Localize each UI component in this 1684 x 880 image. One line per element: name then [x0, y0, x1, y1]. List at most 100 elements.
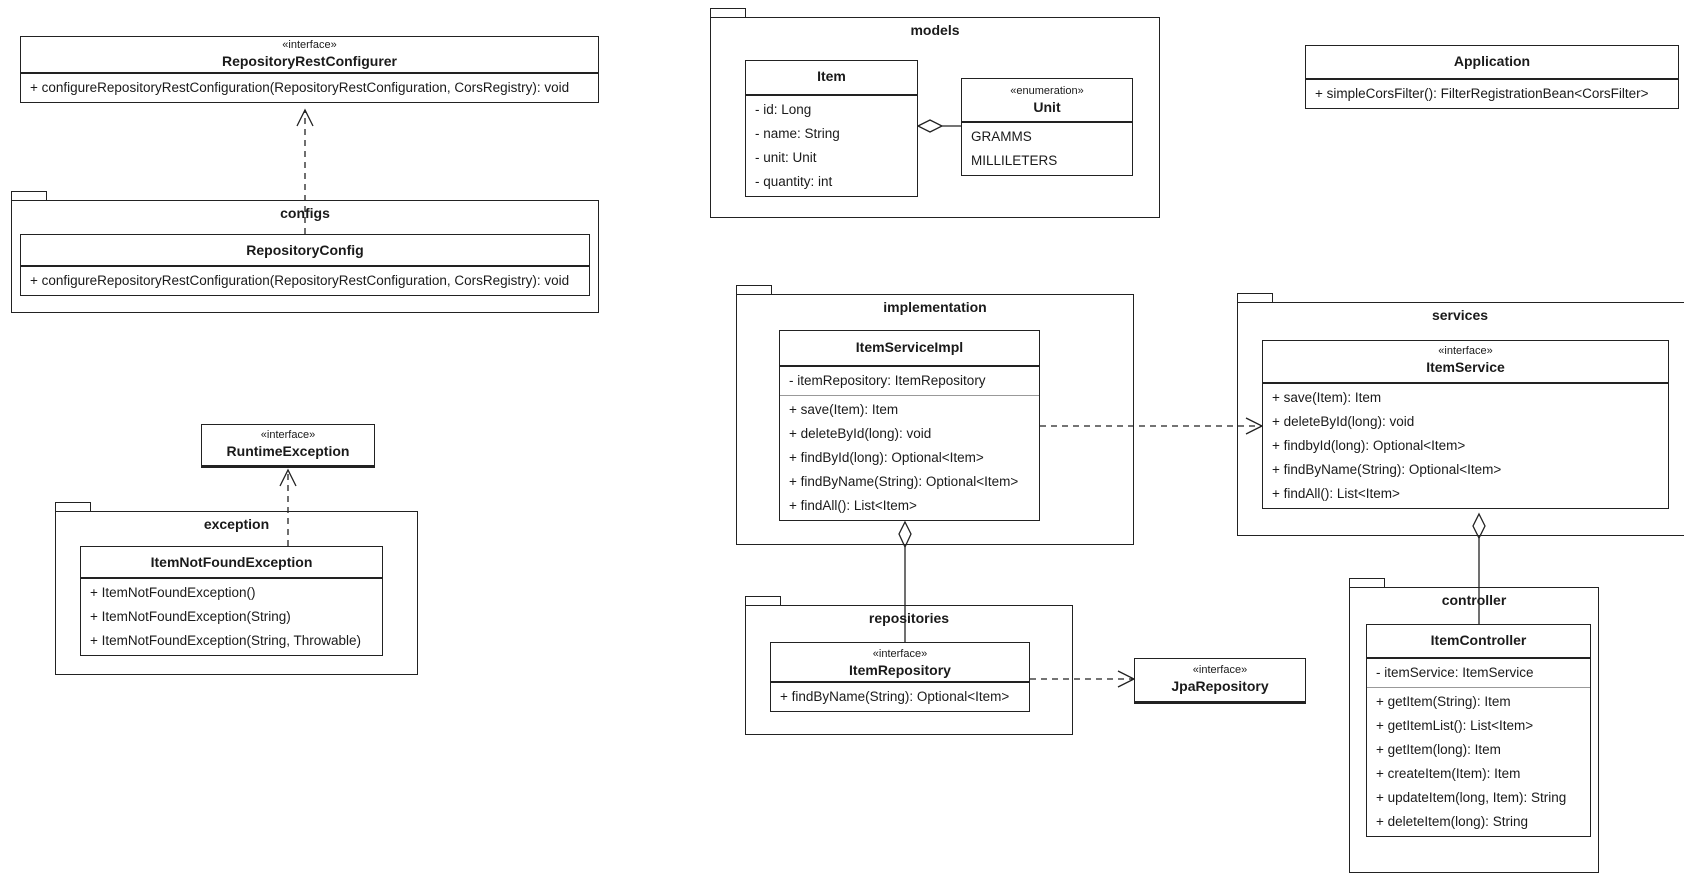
package-name: models	[910, 22, 960, 38]
package-name: implementation	[883, 299, 987, 315]
class-item-controller[interactable]: ItemController - itemService: ItemServic…	[1366, 624, 1591, 837]
class-attribute: - itemRepository: ItemRepository	[789, 373, 986, 388]
class-operation: + updateItem(long, Item): String	[1376, 790, 1567, 805]
class-operation: + findbyId(long): Optional<Item>	[1272, 438, 1466, 453]
class-runtime-exception[interactable]: «interface» RuntimeException	[201, 424, 375, 468]
package-name: configs	[280, 205, 330, 221]
class-name: ItemNotFoundException	[150, 554, 313, 570]
package-name: repositories	[868, 610, 950, 626]
package-repositories[interactable]: repositories	[745, 596, 1073, 735]
class-operation: + ItemNotFoundException(String)	[90, 609, 291, 624]
class-operation: + createItem(Item): Item	[1376, 766, 1521, 781]
class-item[interactable]: Item - id: Long - name: String - unit: U…	[745, 60, 918, 197]
operations-compartment: + findByName(String): Optional<Item>	[771, 683, 1029, 711]
stereotype-label: «interface»	[1438, 345, 1493, 357]
class-name: ItemRepository	[849, 662, 951, 678]
package-tab	[11, 191, 47, 200]
package-services[interactable]: services	[1237, 293, 1684, 536]
class-operation: + findById(long): Optional<Item>	[789, 450, 984, 465]
attributes-compartment: - itemService: ItemService	[1367, 659, 1590, 688]
class-item-not-found-exception[interactable]: ItemNotFoundException + ItemNotFoundExce…	[80, 546, 383, 656]
enum-unit[interactable]: «enumeration» Unit GRAMMS MILLILETERS	[961, 78, 1133, 176]
class-operation: + findByName(String): Optional<Item>	[789, 474, 1019, 489]
class-header: Application	[1306, 46, 1678, 80]
class-header: RepositoryConfig	[21, 235, 589, 267]
package-name: services	[1431, 307, 1489, 323]
package-controller[interactable]: controller	[1349, 578, 1599, 873]
class-header: «interface» ItemRepository	[771, 643, 1029, 683]
attributes-compartment: - id: Long - name: String - unit: Unit -…	[746, 96, 917, 196]
class-name: JpaRepository	[1171, 678, 1269, 694]
realization-arrowhead-repository-config	[296, 108, 314, 127]
package-configs[interactable]: configs	[11, 191, 599, 313]
class-header: ItemController	[1367, 625, 1590, 659]
class-operation: + simpleCorsFilter(): FilterRegistration…	[1315, 86, 1649, 101]
package-name: exception	[203, 516, 270, 532]
class-name: ItemService	[1426, 359, 1505, 375]
interface-jpa-repository[interactable]: «interface» JpaRepository	[1134, 658, 1306, 704]
class-header: «interface» JpaRepository	[1135, 659, 1305, 703]
class-name: ItemController	[1430, 632, 1527, 648]
package-implementation[interactable]: implementation	[736, 285, 1134, 545]
package-tab	[736, 285, 772, 294]
class-repository-config[interactable]: RepositoryConfig + configureRepositoryRe…	[20, 234, 590, 296]
class-header: Item	[746, 61, 917, 96]
class-name: RepositoryRestConfigurer	[221, 53, 398, 69]
class-item-service-impl[interactable]: ItemServiceImpl - itemRepository: ItemRe…	[779, 330, 1040, 521]
class-operation: + findAll(): List<Item>	[789, 498, 917, 513]
class-attribute: - unit: Unit	[755, 150, 817, 165]
package-tab	[1349, 578, 1385, 587]
package-name: controller	[1441, 592, 1507, 608]
class-attribute: - quantity: int	[755, 174, 833, 189]
stereotype-label: «interface»	[260, 429, 316, 441]
class-header: «interface» ItemService	[1263, 341, 1668, 384]
stereotype-label: «interface»	[282, 39, 337, 51]
class-operation: + getItem(long): Item	[1376, 742, 1501, 757]
class-name: RepositoryConfig	[246, 242, 364, 258]
class-header: «interface» RuntimeException	[202, 425, 374, 467]
class-operation: + ItemNotFoundException()	[90, 585, 256, 600]
realization-arrowhead-item-not-found	[279, 468, 297, 487]
operations-compartment: + ItemNotFoundException() + ItemNotFound…	[81, 579, 382, 655]
operations-compartment: + configureRepositoryRestConfiguration(R…	[21, 74, 598, 102]
class-attribute: - name: String	[755, 126, 840, 141]
class-operation: + configureRepositoryRestConfiguration(R…	[30, 273, 570, 288]
class-name: Item	[817, 68, 846, 84]
class-name: Application	[1453, 53, 1531, 69]
class-operation: + save(Item): Item	[1272, 390, 1382, 405]
stereotype-label: «enumeration»	[1010, 85, 1084, 97]
aggregation-diamond-item-unit	[916, 119, 944, 133]
package-models[interactable]: models	[710, 8, 1160, 218]
class-operation: + findAll(): List<Item>	[1272, 486, 1400, 501]
class-operation: + deleteItem(long): String	[1376, 814, 1528, 829]
class-operation: + deleteById(long): void	[1272, 414, 1415, 429]
class-attribute: - id: Long	[755, 102, 812, 117]
class-name: ItemServiceImpl	[855, 339, 964, 355]
interface-item-repository[interactable]: «interface» ItemRepository + findByName(…	[770, 642, 1030, 712]
class-operation: + getItem(String): Item	[1376, 694, 1511, 709]
class-operation: + findByName(String): Optional<Item>	[1272, 462, 1502, 477]
class-application[interactable]: Application + simpleCorsFilter(): Filter…	[1305, 45, 1679, 109]
package-exception[interactable]: exception	[55, 502, 418, 675]
class-operation: + save(Item): Item	[789, 402, 899, 417]
package-tab	[55, 502, 91, 511]
class-header: «enumeration» Unit	[962, 79, 1132, 123]
literals-compartment: GRAMMS MILLILETERS	[962, 123, 1132, 175]
interface-item-service[interactable]: «interface» ItemService + save(Item): It…	[1262, 340, 1669, 509]
operations-compartment: + simpleCorsFilter(): FilterRegistration…	[1306, 80, 1678, 108]
operations-compartment: + configureRepositoryRestConfiguration(R…	[21, 267, 589, 295]
class-repository-rest-configurer[interactable]: «interface» RepositoryRestConfigurer + c…	[20, 36, 599, 103]
aggregation-diamond-service-controller	[1472, 512, 1486, 540]
operations-compartment: + save(Item): Item + deleteById(long): v…	[780, 396, 1039, 520]
class-attribute: - itemService: ItemService	[1376, 665, 1534, 680]
operations-compartment: + getItem(String): Item + getItemList():…	[1367, 688, 1590, 836]
class-operation: + configureRepositoryRestConfiguration(R…	[30, 80, 570, 95]
package-tab	[1237, 293, 1273, 302]
class-operation: + deleteById(long): void	[789, 426, 932, 441]
operations-compartment: + save(Item): Item + deleteById(long): v…	[1263, 384, 1668, 508]
stereotype-label: «interface»	[1192, 664, 1248, 676]
aggregation-diamond-impl-repository	[898, 520, 912, 549]
class-operation: + ItemNotFoundException(String, Throwabl…	[90, 633, 362, 648]
